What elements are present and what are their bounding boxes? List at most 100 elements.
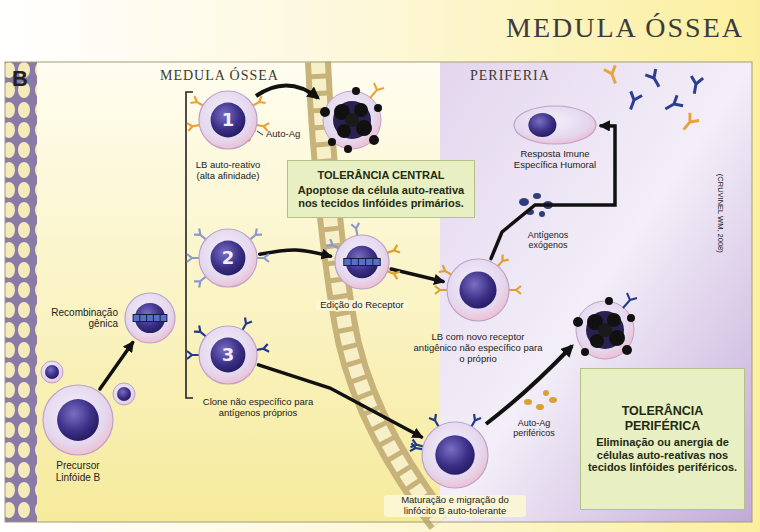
receptor bbox=[410, 443, 423, 451]
cell-membrane bbox=[199, 326, 257, 384]
cell-membrane bbox=[514, 106, 596, 144]
receptor bbox=[194, 229, 207, 240]
nucleus bbox=[57, 399, 99, 441]
receptor bbox=[439, 265, 452, 275]
receptor bbox=[471, 414, 481, 427]
apoptotic-cell bbox=[352, 87, 360, 95]
cell-membrane bbox=[199, 91, 257, 149]
cell-membrane bbox=[43, 385, 113, 455]
gene-segment bbox=[139, 315, 140, 322]
callout-number: 3 bbox=[198, 345, 258, 366]
callout-number: 1 bbox=[198, 110, 258, 131]
gene-segment bbox=[146, 315, 147, 322]
apoptosis-arrow bbox=[256, 85, 318, 98]
receptor bbox=[194, 276, 207, 287]
mature-b-cell: Maturação e migração do linfócito B auto… bbox=[421, 421, 489, 489]
receptor bbox=[187, 123, 200, 131]
apoptotic-cell bbox=[344, 145, 352, 153]
nucleus bbox=[459, 271, 496, 308]
box-heading: TOLERÂNCIA PERIFÉRICA bbox=[587, 404, 738, 433]
bone-tissue-band bbox=[5, 62, 37, 522]
apoptotic-cell bbox=[345, 113, 359, 127]
box-heading: TOLERÂNCIA CENTRAL bbox=[294, 169, 468, 182]
receptor bbox=[242, 317, 252, 330]
cell-shape bbox=[421, 421, 489, 489]
nucleus bbox=[435, 435, 474, 474]
citation: (CRUVINEL WM, 2008) bbox=[716, 158, 725, 268]
apoptotic-cell bbox=[622, 345, 632, 355]
antibody bbox=[662, 95, 683, 114]
central-tolerance-box: TOLERÂNCIA CENTRAL Apoptose da célula aut… bbox=[287, 160, 475, 218]
receptor bbox=[194, 326, 207, 337]
exogenous-antigen bbox=[519, 198, 529, 206]
gene-segment bbox=[153, 315, 154, 322]
peripheral-self-antigen bbox=[549, 397, 557, 403]
apoptotic-cell bbox=[320, 83, 384, 153]
diagram-title: MEDULA ÓSSEA bbox=[506, 12, 744, 44]
small-cell bbox=[117, 387, 131, 401]
gene-segment bbox=[160, 315, 161, 322]
peripheral-self-antigen bbox=[536, 404, 544, 410]
cell-membrane bbox=[447, 259, 509, 321]
non-self-clone-cell: 3Clone não específico para antígenos pró… bbox=[198, 325, 258, 385]
cell-label: Recombinação gênica bbox=[42, 307, 118, 330]
apoptotic-cell bbox=[605, 297, 613, 305]
panel-frame bbox=[5, 62, 752, 522]
receptor bbox=[187, 351, 200, 359]
apoptotic-cell bbox=[623, 293, 637, 308]
apoptotic-cell bbox=[586, 311, 624, 349]
gene-segment bbox=[372, 259, 373, 266]
panel-letter: B bbox=[12, 66, 28, 91]
small-cell bbox=[113, 383, 135, 405]
gene-segment bbox=[365, 259, 366, 266]
apoptotic-cell bbox=[333, 101, 371, 139]
cell-membrane bbox=[422, 422, 488, 488]
peripheral-tolerance-box: TOLERÂNCIA PERIFÉRICA Eliminação ou anerg… bbox=[580, 368, 745, 510]
receptor bbox=[386, 245, 400, 253]
small-cell bbox=[41, 361, 63, 383]
gene-segment bbox=[351, 259, 352, 266]
new-receptor-b-cell: LB com novo receptor antigênico não espe… bbox=[446, 258, 510, 322]
region-title: PERIFERIA bbox=[470, 68, 550, 84]
antibody bbox=[679, 113, 699, 134]
antigen-label: Antígenos exógenos bbox=[518, 230, 578, 251]
antigen-label: Auto-Ag periféricos bbox=[505, 418, 563, 439]
receptor bbox=[256, 254, 269, 262]
apoptotic-cell bbox=[573, 317, 583, 327]
b-cell: 2 bbox=[198, 228, 258, 288]
receptor bbox=[386, 271, 400, 279]
periphery-region: PERIFERIA LB com novo receptor antigênico… bbox=[440, 62, 752, 522]
cell-membrane bbox=[199, 229, 257, 287]
cell-shape bbox=[42, 384, 114, 456]
cell-label: Resposta Imune Específica Humoral bbox=[504, 149, 606, 171]
cell-membrane bbox=[125, 293, 175, 343]
cell-label: Edição do Receptor bbox=[316, 300, 408, 311]
cell-shape bbox=[124, 292, 176, 344]
peripheral-self-antigen bbox=[524, 390, 557, 410]
autoreactive-b-cell: 1LB auto-reativo (alta afinidade) bbox=[198, 90, 258, 150]
recombination-cell: Recombinação gênica bbox=[124, 292, 176, 344]
nucleus bbox=[528, 113, 556, 137]
cell-shape bbox=[334, 234, 390, 290]
bone-marrow-region: MEDULA ÓSSEAPrecursor Linfóide BRecombin… bbox=[5, 62, 440, 522]
apoptotic-cell bbox=[573, 293, 637, 359]
box-body: Apoptose da célula auto-reativa nos teci… bbox=[294, 184, 468, 209]
receptor bbox=[326, 239, 339, 249]
apoptotic-cell bbox=[320, 107, 330, 117]
cell-label: LB com novo receptor antigênico não espe… bbox=[411, 332, 545, 365]
peripheral-self-antigen bbox=[543, 390, 549, 396]
box-body: Eliminação ou anergia de células auto-re… bbox=[587, 436, 738, 474]
receptor bbox=[249, 229, 262, 240]
flow-arrow bbox=[100, 343, 133, 389]
cell-label: Maturação e migração do linfócito B auto… bbox=[384, 495, 526, 517]
gene-segment bbox=[358, 259, 359, 266]
exogenous-antigen bbox=[533, 193, 541, 199]
apoptotic-cell bbox=[323, 91, 381, 149]
cell-label: Precursor Linfóide B bbox=[38, 460, 118, 483]
cell-membrane bbox=[335, 235, 389, 289]
apoptotic-cell bbox=[581, 348, 589, 356]
receptor-editing-cell: Edição do Receptor bbox=[334, 234, 390, 290]
receptor bbox=[256, 344, 269, 352]
precursor-cell: Precursor Linfóide B bbox=[42, 384, 114, 456]
